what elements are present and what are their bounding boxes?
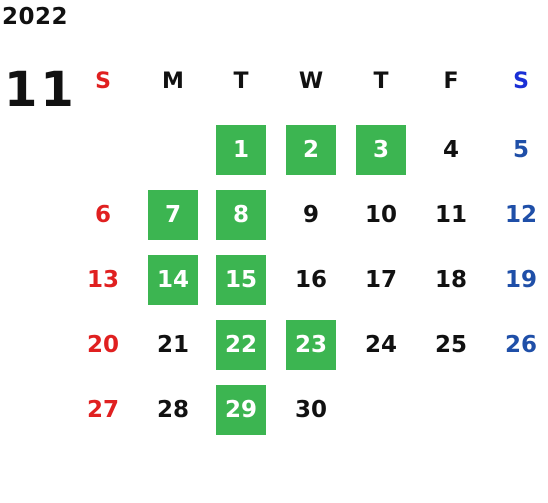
day-cell: 10 [364, 202, 397, 228]
highlighted-day-cell: 7 [148, 190, 198, 240]
day-cell: 25 [434, 332, 467, 358]
day-cell: 21 [156, 332, 189, 358]
day-cell: 16 [294, 267, 327, 293]
highlighted-day-cell: 8 [216, 190, 266, 240]
day-cell: 11 [434, 202, 467, 228]
day-cell: 30 [294, 397, 327, 423]
month-number: 11 [4, 62, 77, 118]
highlighted-day-cell: 3 [356, 125, 406, 175]
weekday-header: T [373, 68, 389, 94]
highlighted-day-cell: 15 [216, 255, 266, 305]
highlighted-day-cell: 14 [148, 255, 198, 305]
weekday-header: T [233, 68, 249, 94]
highlighted-day-cell: 22 [216, 320, 266, 370]
highlighted-day-cell: 29 [216, 385, 266, 435]
weekday-header: S [513, 68, 529, 94]
day-cell: 20 [86, 332, 119, 358]
day-cell: 27 [86, 397, 119, 423]
day-cell: 13 [86, 267, 119, 293]
day-cell: 26 [504, 332, 537, 358]
day-cell: 6 [94, 202, 111, 228]
day-cell: 9 [302, 202, 319, 228]
day-cell: 17 [364, 267, 397, 293]
highlighted-day-cell: 1 [216, 125, 266, 175]
weekday-header: W [298, 68, 324, 94]
highlighted-day-cell: 23 [286, 320, 336, 370]
day-cell: 5 [512, 137, 529, 163]
year-label: 2022 [2, 4, 69, 30]
highlighted-day-cell: 2 [286, 125, 336, 175]
weekday-header: S [95, 68, 111, 94]
day-cell: 12 [504, 202, 537, 228]
day-cell: 19 [504, 267, 537, 293]
weekday-header: M [162, 68, 184, 94]
day-cell: 18 [434, 267, 467, 293]
day-cell: 28 [156, 397, 189, 423]
day-cell: 4 [442, 137, 459, 163]
weekday-header: F [443, 68, 459, 94]
day-cell: 24 [364, 332, 397, 358]
